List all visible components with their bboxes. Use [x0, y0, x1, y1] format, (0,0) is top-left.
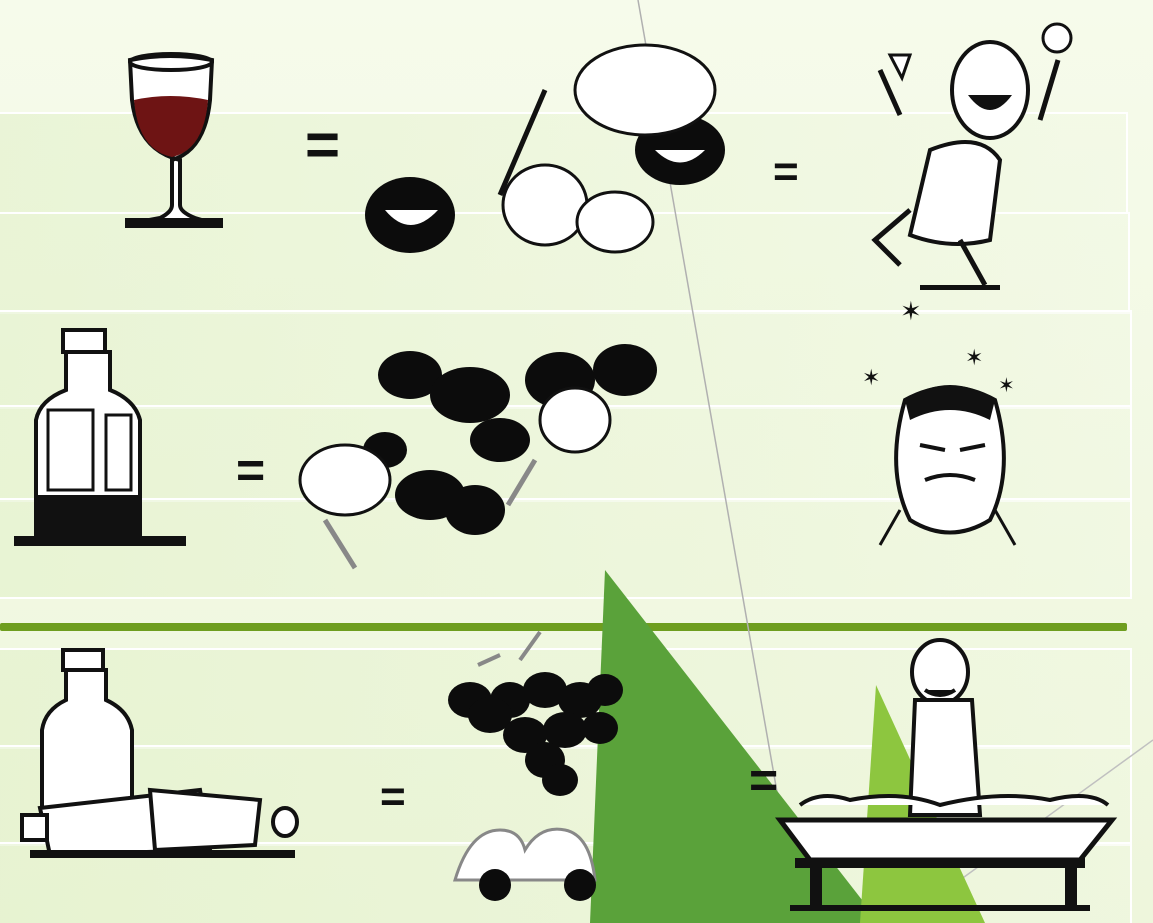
svg-text:✶: ✶	[998, 373, 1015, 397]
few-monsters-icon	[365, 45, 725, 253]
bottle-icon	[14, 330, 186, 546]
svg-text:✶: ✶	[900, 297, 922, 327]
equals-sign: =	[749, 755, 778, 805]
happy-drunk-man-icon	[875, 24, 1071, 290]
dizzy-man-icon: ✶ ✶ ✶ ✶	[862, 297, 1015, 545]
equals-sign: =	[236, 445, 265, 495]
many-monsters-icon	[300, 344, 657, 568]
equals-sign: =	[380, 775, 406, 819]
svg-text:✶: ✶	[862, 366, 880, 391]
multiple-bottles-icon	[22, 650, 297, 858]
green-triangle	[590, 570, 880, 923]
equals-sign: =	[305, 115, 340, 175]
wine-glass-icon	[125, 54, 223, 228]
equals-sign: =	[773, 150, 799, 194]
svg-text:✶: ✶	[965, 346, 983, 371]
